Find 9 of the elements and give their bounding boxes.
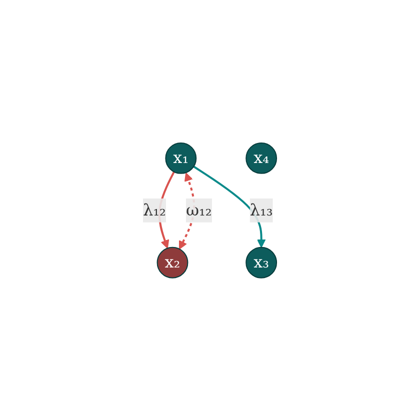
node-circle: x₄ (246, 142, 278, 174)
node-circle: x₃ (246, 246, 278, 278)
edge-label: λ₁₃ (250, 200, 274, 219)
arrow (193, 165, 266, 248)
node-circle: x₁ (165, 142, 197, 174)
edge-label: λ₁₂ (143, 200, 166, 219)
edge-label: ω₁₂ (186, 200, 212, 219)
node-circle: x₂ (157, 246, 188, 278)
arrow (158, 170, 176, 248)
